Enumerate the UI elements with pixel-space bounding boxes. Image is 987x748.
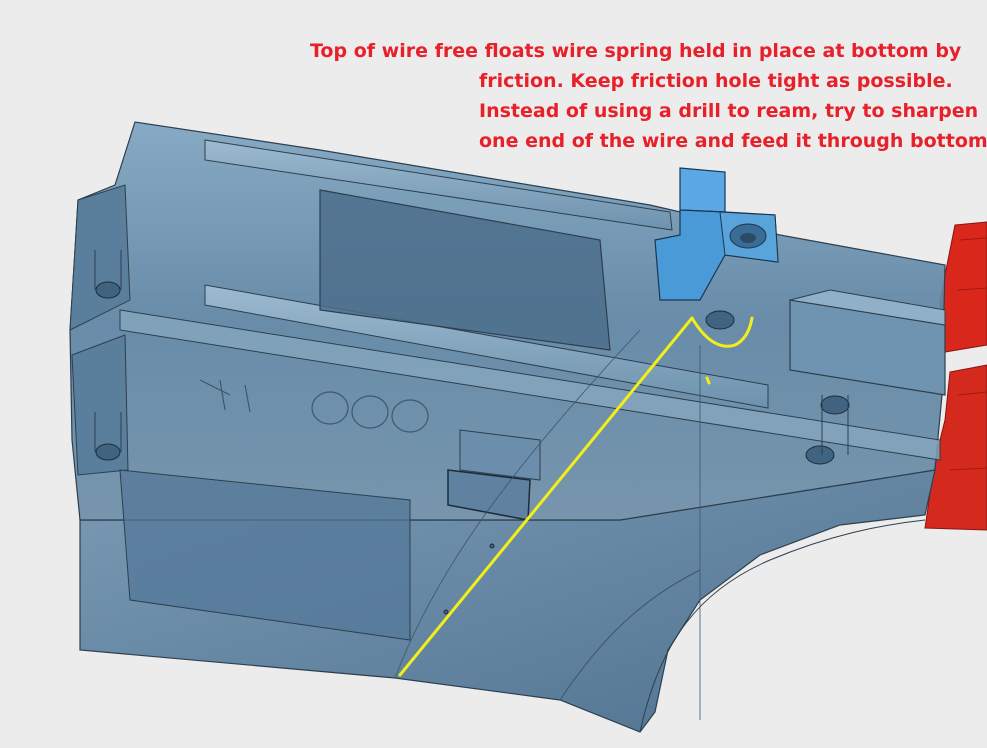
annotation-line-3: Instead of using a drill to ream, try to… [479, 100, 979, 122]
annotation-line-4: one end of the wire and feed it through … [479, 130, 987, 152]
wire-spring[interactable] [398, 316, 754, 677]
annotation-line-1: Top of wire free floats wire spring held… [310, 40, 962, 62]
embossed-lettering [199, 379, 429, 433]
adjacent-part-red[interactable] [924, 221, 987, 531]
lower-receiver-body[interactable] [69, 121, 946, 733]
pin-holes [95, 281, 850, 615]
annotation-line-2: friction. Keep friction hole tight as po… [479, 70, 953, 92]
selected-spring-block[interactable] [654, 167, 779, 301]
annotation-note: Top of wire free floats wire spring held… [300, 36, 987, 156]
